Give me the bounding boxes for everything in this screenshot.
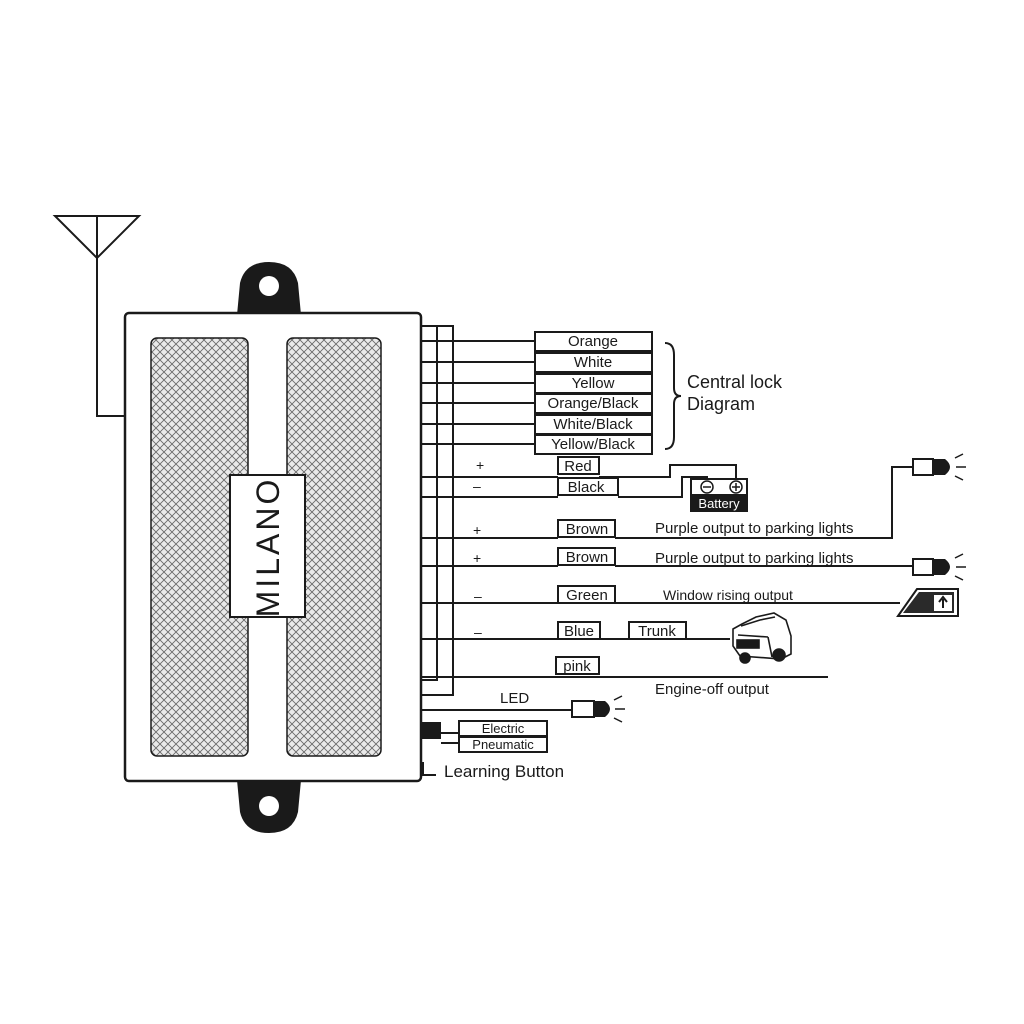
central-lock-caption-line2: Diagram bbox=[687, 394, 755, 414]
svg-text:Green: Green bbox=[566, 587, 608, 604]
battery: Battery bbox=[690, 478, 748, 512]
alarm-module: MILANO bbox=[123, 311, 423, 783]
output-engine-off: pink Engine-off output bbox=[421, 656, 828, 698]
car-trunk-icon bbox=[732, 612, 792, 664]
led-output: LED bbox=[421, 690, 625, 723]
pneumatic-option[interactable]: Pneumatic bbox=[472, 737, 534, 752]
electric-option[interactable]: Electric bbox=[482, 721, 525, 736]
svg-text:White/Black: White/Black bbox=[553, 416, 633, 433]
power-wires: + Red – Black Battery bbox=[421, 456, 748, 512]
mounting-tab-top bbox=[237, 262, 301, 315]
led-label: LED bbox=[500, 690, 529, 707]
module-name: MILANO bbox=[250, 477, 286, 618]
trunk-label bbox=[628, 621, 687, 640]
svg-text:+: + bbox=[473, 522, 481, 538]
svg-text:Purple output to parking light: Purple output to parking lights bbox=[655, 550, 853, 567]
window-icon bbox=[896, 588, 959, 617]
wire-label-orange: Orange bbox=[534, 331, 653, 352]
svg-text:Window rising output: Window rising output bbox=[663, 587, 793, 603]
svg-text:Purple output to parking light: Purple output to parking lights bbox=[655, 520, 853, 537]
wire-label-white-black: White/Black bbox=[534, 414, 653, 435]
svg-text:+: + bbox=[473, 550, 481, 566]
parking-light-bulb-icon bbox=[912, 453, 966, 481]
svg-text:Red: Red bbox=[564, 458, 592, 475]
wire-label-white: White bbox=[534, 352, 653, 373]
svg-text:Brown: Brown bbox=[566, 521, 609, 538]
svg-text:Engine-off output: Engine-off output bbox=[655, 681, 770, 698]
learning-button[interactable]: Learning Button bbox=[422, 762, 564, 781]
central-lock-wires: Orange White Yellow Orange/Black White/B… bbox=[421, 331, 783, 455]
svg-text:Brown: Brown bbox=[566, 549, 609, 566]
central-lock-caption-line1: Central lock bbox=[687, 372, 783, 392]
svg-text:pink: pink bbox=[563, 658, 591, 675]
output-parking-lights-2: + Brown Purple output to parking lights bbox=[421, 547, 966, 581]
svg-text:–: – bbox=[474, 624, 482, 640]
svg-text:Yellow/Black: Yellow/Black bbox=[551, 436, 635, 453]
antenna bbox=[52, 215, 142, 417]
svg-text:Trunk: Trunk bbox=[638, 623, 676, 640]
lock-type-selector[interactable]: Electric Pneumatic bbox=[421, 720, 548, 753]
output-window-rising: – Green Window rising output bbox=[421, 585, 959, 617]
black-sign: – bbox=[473, 478, 481, 494]
svg-text:Orange: Orange bbox=[568, 333, 618, 350]
central-lock-bracket bbox=[664, 342, 682, 450]
svg-text:Yellow: Yellow bbox=[572, 375, 615, 392]
wire-label-yellow: Yellow bbox=[534, 373, 653, 394]
svg-text:Blue: Blue bbox=[564, 623, 594, 640]
harness-bundle bbox=[421, 325, 454, 696]
svg-text:Orange/Black: Orange/Black bbox=[548, 395, 639, 412]
battery-label: Battery bbox=[698, 496, 740, 511]
wire-label-yellow-black: Yellow/Black bbox=[534, 434, 653, 455]
svg-text:Black: Black bbox=[568, 479, 605, 496]
parking-light-bulb-icon bbox=[912, 553, 966, 581]
svg-text:White: White bbox=[574, 354, 612, 371]
mounting-tab-bottom bbox=[237, 780, 301, 833]
led-bulb-icon bbox=[571, 695, 625, 723]
wire-label-red: Red bbox=[557, 456, 600, 475]
red-sign: + bbox=[476, 457, 484, 473]
wire-label-orange-black: Orange/Black bbox=[534, 393, 653, 414]
svg-text:–: – bbox=[474, 588, 482, 604]
output-trunk: – Blue Trunk bbox=[421, 612, 792, 664]
output-parking-lights-1: + Brown Purple output to parking lights bbox=[421, 453, 966, 539]
wire-label-black: Black bbox=[557, 477, 619, 496]
learning-button-label: Learning Button bbox=[444, 762, 564, 781]
